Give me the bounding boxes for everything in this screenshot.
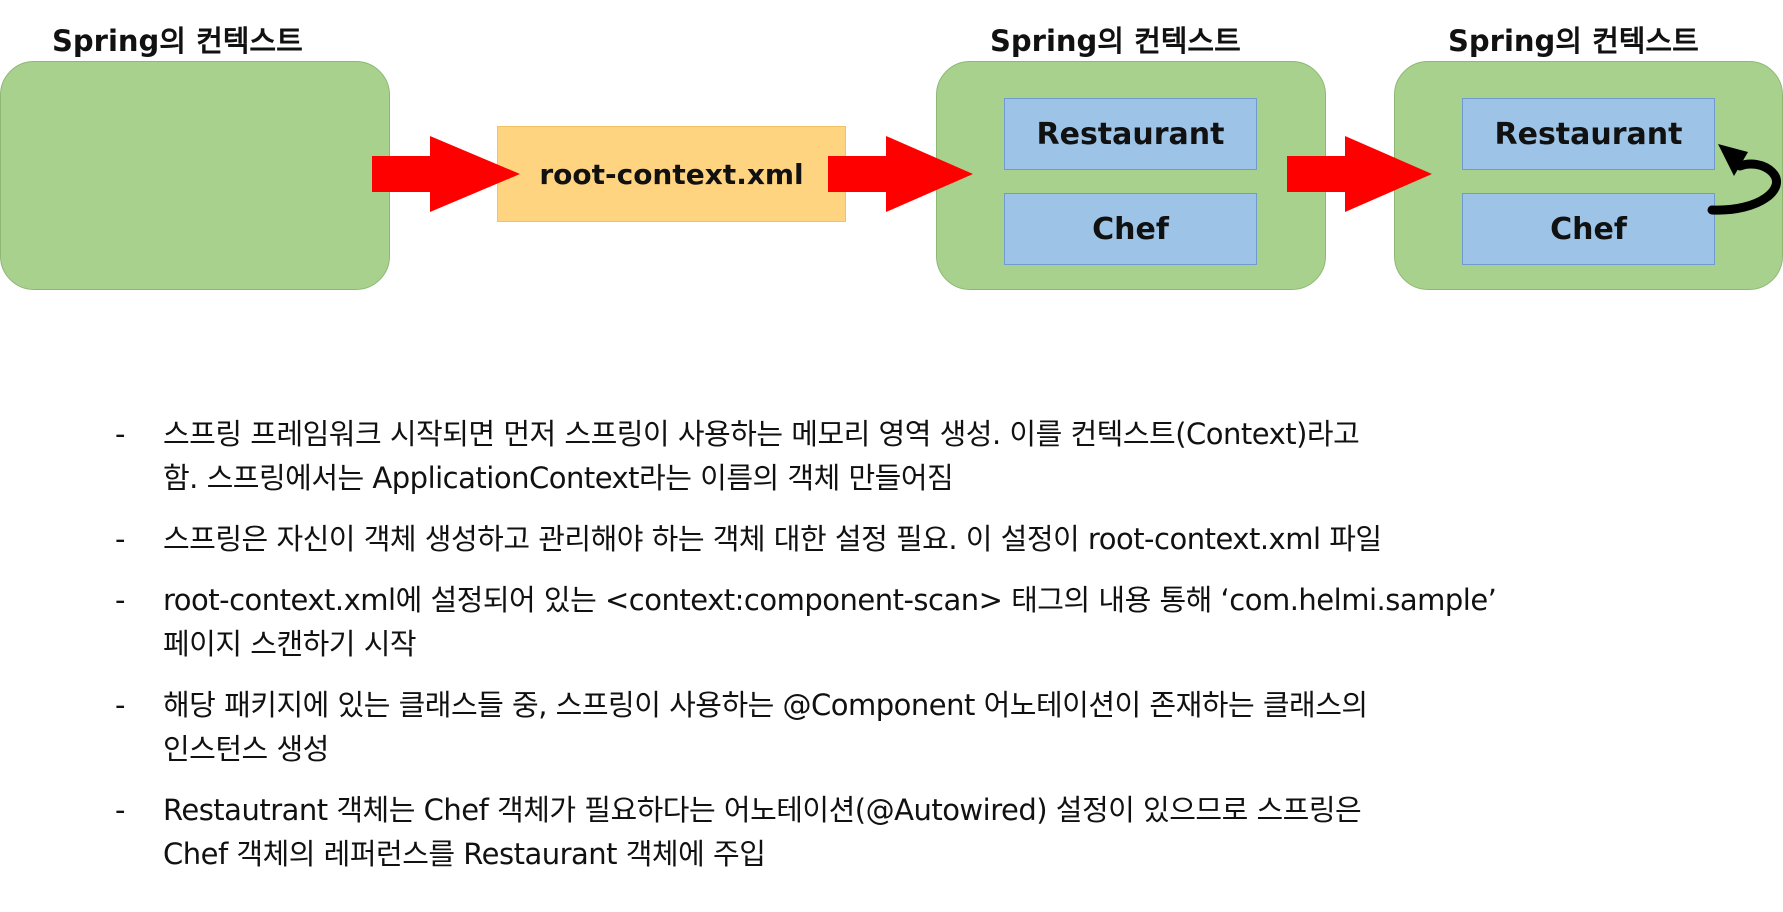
bean-restaurant-injected-label: Restaurant — [1494, 116, 1683, 152]
list-dash: - — [115, 417, 126, 451]
note-line: 함. 스프링에서는 ApplicationContext라는 이름의 객체 만들… — [163, 461, 954, 495]
bean-restaurant-injected: Restaurant — [1462, 98, 1715, 170]
context-title-2: Spring의 컨텍스트 — [990, 24, 1241, 58]
note-line: 스프링은 자신이 객체 생성하고 관리해야 하는 객체 대한 설정 필요. 이 … — [163, 522, 1382, 556]
bean-chef-injected: Chef — [1462, 193, 1715, 265]
note-line: 스프링 프레임워크 시작되면 먼저 스프링이 사용하는 메모리 영역 생성. 이… — [163, 417, 1360, 451]
flow-arrow-3 — [1287, 136, 1432, 212]
spring-context-empty — [0, 61, 390, 290]
injection-curved-arrow — [1707, 144, 1781, 215]
bean-chef-label: Chef — [1092, 211, 1169, 247]
note-item: - root-context.xml에 설정되어 있는 <context:com… — [115, 578, 1765, 666]
list-dash: - — [115, 522, 126, 556]
context-title-1: Spring의 컨텍스트 — [52, 24, 303, 58]
list-dash: - — [115, 793, 126, 827]
explanation-list: - 스프링 프레임워크 시작되면 먼저 스프링이 사용하는 메모리 영역 생성.… — [115, 412, 1765, 893]
note-line: 해당 패키지에 있는 클래스들 중, 스프링이 사용하는 @Component … — [163, 688, 1368, 722]
note-item: - 스프링 프레임워크 시작되면 먼저 스프링이 사용하는 메모리 영역 생성.… — [115, 412, 1765, 500]
note-line: Chef 객체의 레퍼런스를 Restaurant 객체에 주입 — [163, 837, 766, 871]
bean-chef-injected-label: Chef — [1550, 211, 1627, 247]
note-item: - 스프링은 자신이 객체 생성하고 관리해야 하는 객체 대한 설정 필요. … — [115, 517, 1765, 561]
note-item: - 해당 패키지에 있는 클래스들 중, 스프링이 사용하는 @Componen… — [115, 683, 1765, 771]
root-context-xml-box: root-context.xml — [497, 126, 846, 222]
note-line: Restautrant 객체는 Chef 객체가 필요하다는 어노테이션(@Au… — [163, 793, 1362, 827]
note-line: 인스턴스 생성 — [163, 732, 329, 766]
note-item: - Restautrant 객체는 Chef 객체가 필요하다는 어노테이션(@… — [115, 788, 1765, 876]
list-dash: - — [115, 583, 126, 617]
bean-restaurant: Restaurant — [1004, 98, 1257, 170]
xml-file-label: root-context.xml — [539, 157, 804, 191]
bean-chef: Chef — [1004, 193, 1257, 265]
note-line: root-context.xml에 설정되어 있는 <context:compo… — [163, 583, 1497, 617]
bean-restaurant-label: Restaurant — [1036, 116, 1225, 152]
note-line: 페이지 스캔하기 시작 — [163, 627, 417, 661]
flow-arrow-1 — [372, 136, 520, 212]
context-title-3: Spring의 컨텍스트 — [1448, 24, 1699, 58]
flow-arrow-2 — [828, 136, 973, 212]
list-dash: - — [115, 688, 126, 722]
